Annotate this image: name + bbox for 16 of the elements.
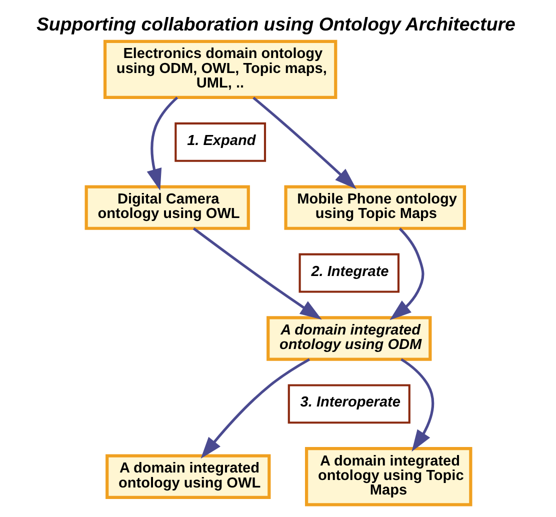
arrow (200, 358, 310, 459)
node-box: 1. Expand (174, 122, 266, 162)
diagram-title: Supporting collaboration using Ontology Architecture (36, 13, 515, 34)
node-box: A domain integrated ontology using Topic Maps (304, 447, 472, 506)
node-box: Mobile Phone ontology using Topic Maps (284, 185, 466, 230)
arrow (192, 227, 322, 320)
node-box: Digital Camera ontology using OWL (84, 185, 250, 230)
arrow (400, 358, 434, 452)
node-box: 2. Integrate (298, 253, 400, 293)
arrow (146, 96, 178, 191)
node-box: A domain integrated ontology using OWL (105, 454, 270, 499)
arrow (252, 96, 356, 190)
node-box: A domain integrated ontology using ODM (266, 316, 432, 361)
node-box: Electronics domain ontology using ODM, OWL, Topic maps, UML, .. (102, 40, 337, 100)
arrow (389, 228, 424, 320)
node-box: 3. Interoperate (287, 384, 410, 424)
